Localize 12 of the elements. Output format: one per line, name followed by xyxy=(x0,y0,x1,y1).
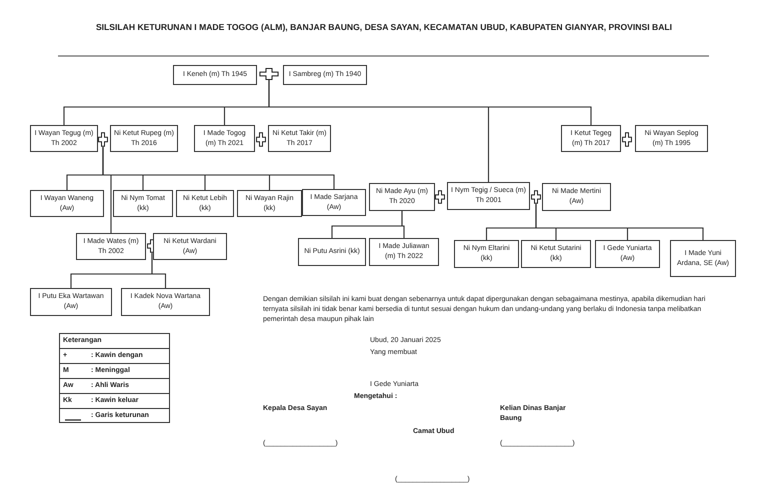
cross-symbol xyxy=(256,132,266,147)
title: SILSILAH KETURUNAN I MADE TOGOG (ALM), BANJAR BAUNG, DESA SAYAN, KECAMATAN UBUD, KABUPATEN GIANYAR, PROVINSI BALI xyxy=(94,22,674,32)
descent-line xyxy=(535,204,704,240)
cross-symbol xyxy=(622,132,632,147)
descent-line xyxy=(268,80,592,125)
cross-symbol xyxy=(531,190,541,204)
descent-line xyxy=(102,147,335,189)
descent-line xyxy=(401,211,405,238)
cross-symbol xyxy=(435,190,445,204)
cross-symbol xyxy=(98,132,108,147)
descent-line xyxy=(151,253,166,288)
cross-symbol xyxy=(259,68,279,80)
